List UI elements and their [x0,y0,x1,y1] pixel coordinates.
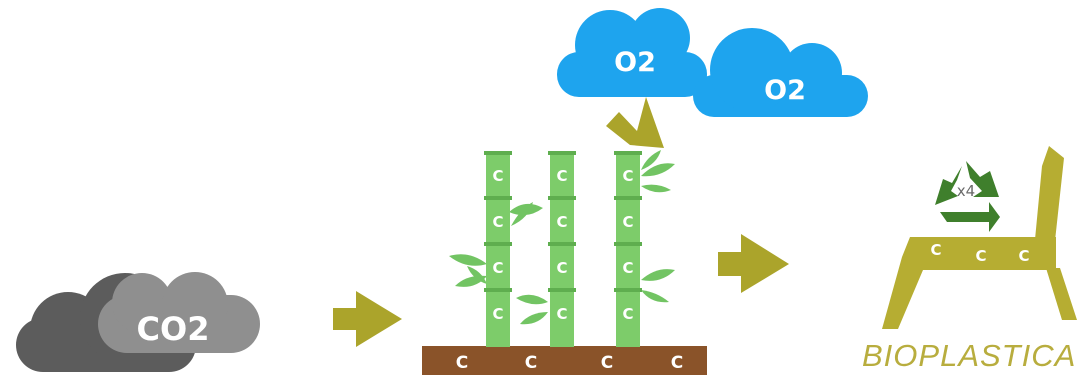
stalk-c-10: C [622,213,633,231]
stalk-c-3: C [492,259,503,277]
arrow-up-right-icon [606,97,664,148]
arrow-right-icon [333,291,402,347]
chair-c-3: C [1018,247,1029,265]
bamboo-icon: C C C C C C C C C C C C [449,150,675,347]
o2-label-1: O2 [614,47,656,78]
stalk-c-5: C [556,167,567,185]
co2-label: CO2 [137,310,210,348]
arrow-right-icon [718,234,789,293]
stalk-c-1: C [492,167,503,185]
chair-icon [882,146,1077,329]
o2-label-2: O2 [764,75,806,106]
recycle-count: x4 [957,182,975,200]
stalk-c-6: C [556,213,567,231]
soil-c-3: C [601,353,613,373]
recycle-icon: x4 [935,161,1000,232]
soil-c-4: C [671,353,683,373]
soil-strip: C C C C [422,346,707,375]
o2-cloud-icon [557,8,868,117]
soil-c-1: C [456,353,468,373]
co2-cloud-icon: CO2 [16,272,260,372]
stalk-c-9: C [622,167,633,185]
stalk-c-11: C [622,259,633,277]
chair-c-1: C [930,241,941,259]
chair-c-2: C [975,247,986,265]
stalk-c-8: C [556,305,567,323]
stalk-c-2: C [492,213,503,231]
stalk-c-7: C [556,259,567,277]
soil-c-2: C [525,353,537,373]
stalk-c-12: C [622,305,633,323]
stalk-c-4: C [492,305,503,323]
bioplastica-label: BIOPLASTICA [862,338,1077,373]
